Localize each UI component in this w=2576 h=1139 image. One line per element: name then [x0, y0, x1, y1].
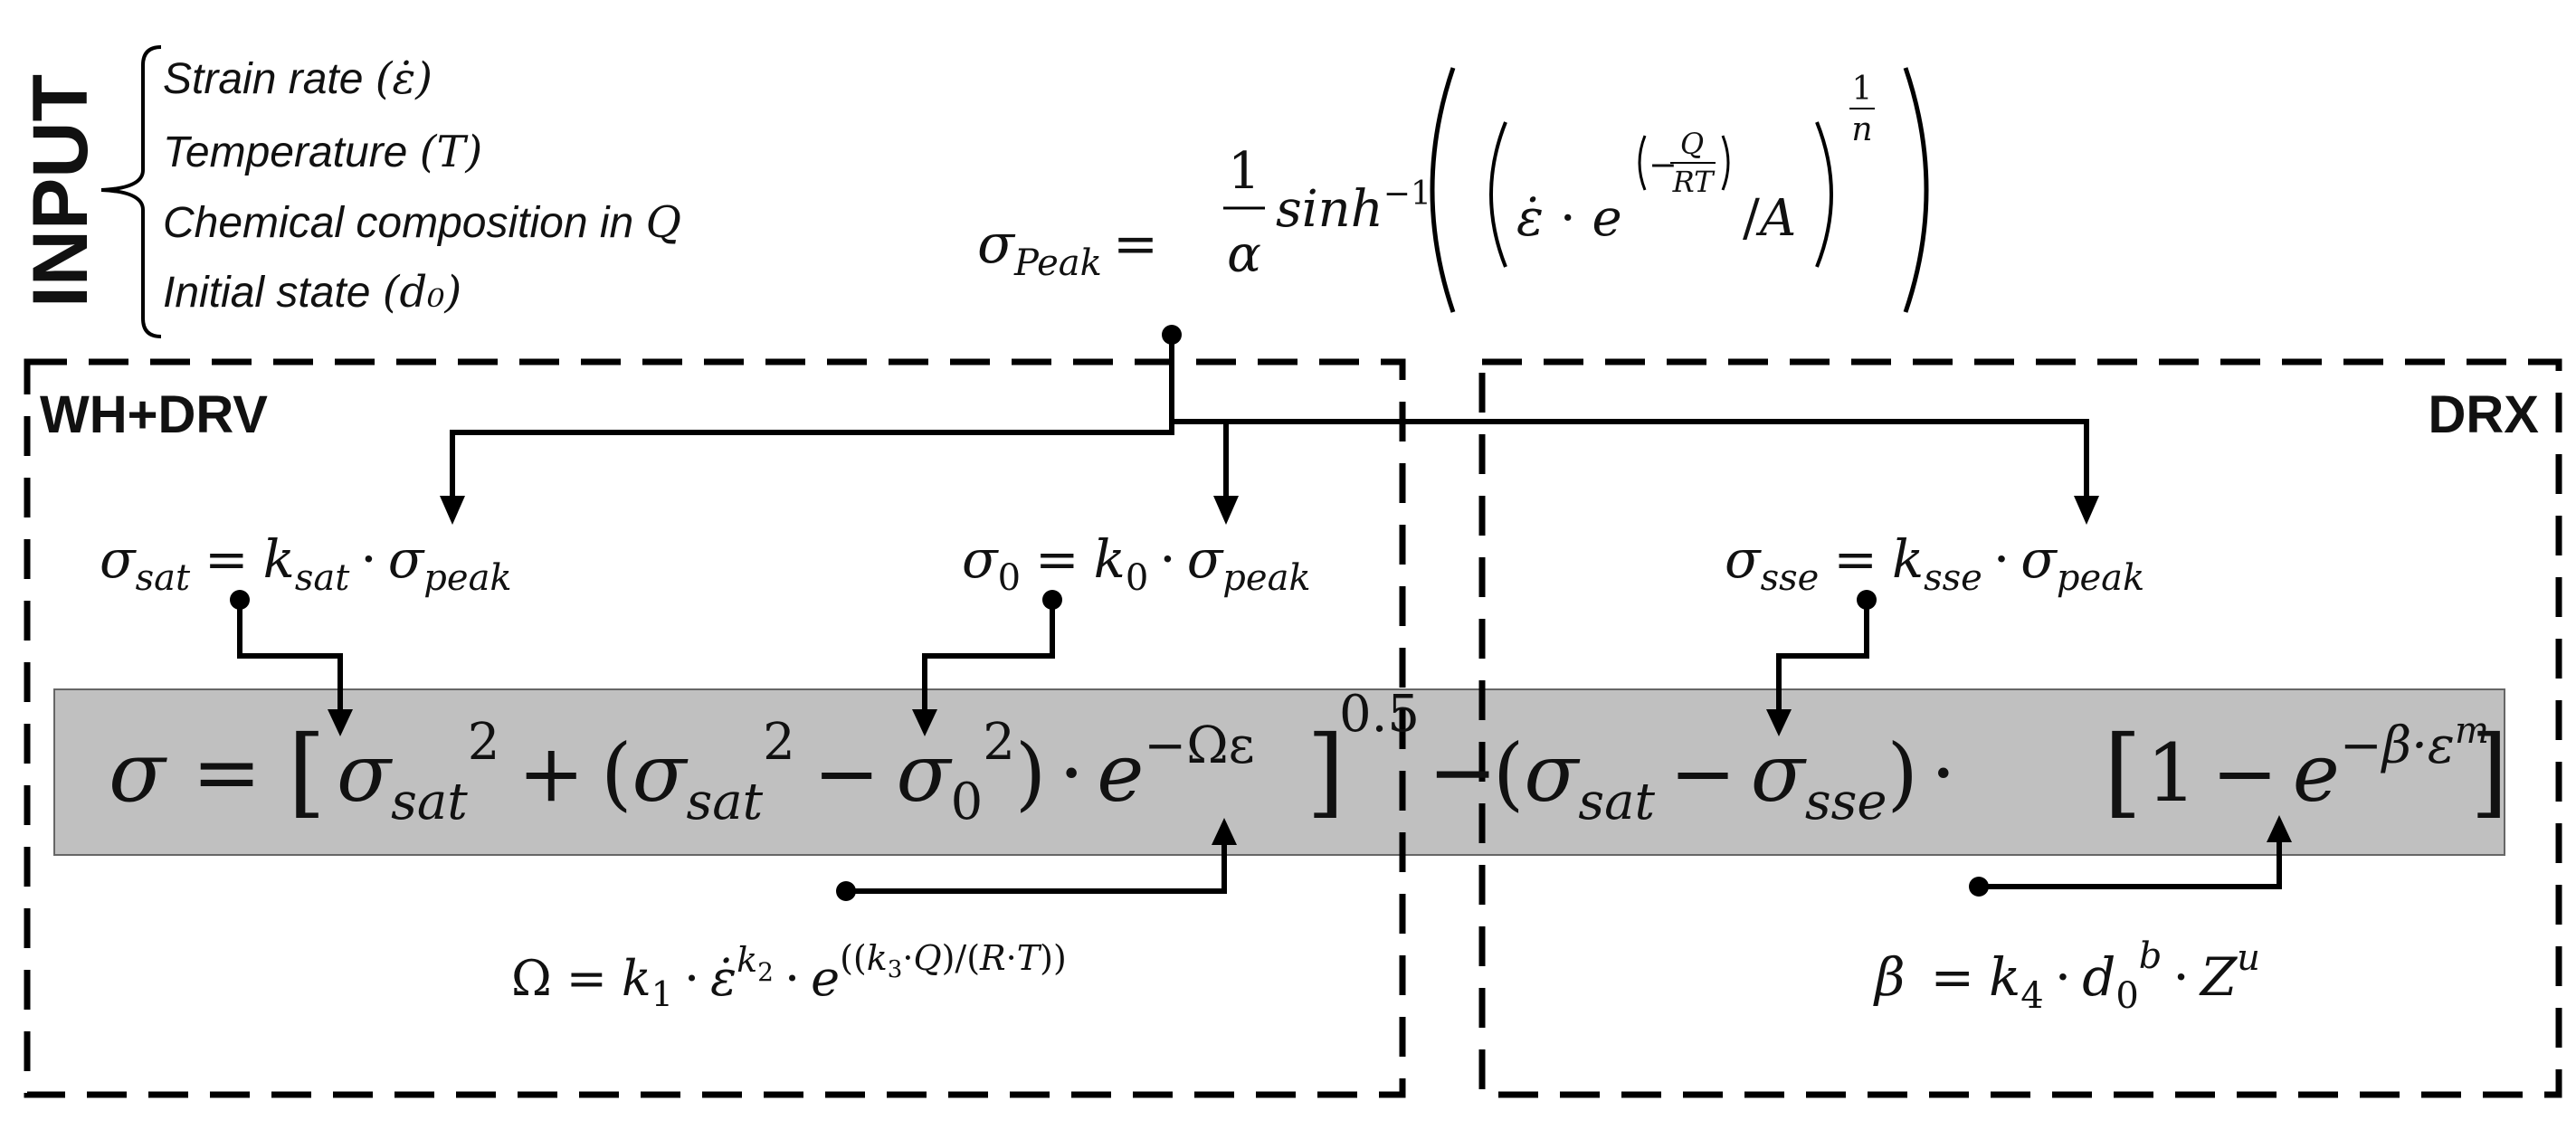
connector-sat-to-main [230, 590, 353, 736]
input-item-initial-state: Initial state (d₀) [163, 267, 461, 318]
connector-sse-to-main [1766, 590, 1877, 736]
input-item-chemical-composition: Chemical composition in Q [163, 197, 681, 248]
main-equation-band [53, 688, 2505, 856]
svg-text:Q: Q [1680, 127, 1704, 161]
input-title: INPUT [17, 74, 104, 308]
drx-box [1478, 358, 2562, 1098]
sigma-sat-equation: σsat=ksat·σpeak [100, 528, 512, 599]
svg-text:(σsat−σsse)·: (σsat−σsse)· [1493, 726, 1956, 831]
svg-text:1: 1 [1228, 142, 1260, 201]
svg-text:Initial state (d₀): Initial state (d₀) [163, 267, 461, 318]
svg-text:n: n [1851, 111, 1872, 148]
input-item-temperature: Temperature (T) [163, 127, 482, 177]
beta-equation: β=k4·d0b·Zu [1873, 935, 2260, 1017]
svg-text:−: − [1428, 724, 1497, 821]
connector-omega-to-main [836, 818, 1237, 901]
wh-drv-label: WH+DRV [40, 385, 268, 444]
connector-zero-to-main [912, 590, 1062, 736]
svg-text:RT: RT [1672, 165, 1716, 199]
connector-beta-to-main [1969, 815, 2292, 897]
sigma-sse-equation: σsse=ksse·σpeak [1725, 528, 2144, 599]
svg-text:Strain rate (ε̇): Strain rate (ε̇) [163, 53, 433, 104]
svg-text:sinh−1: sinh−1 [1276, 176, 1431, 239]
svg-text:σ =: σ = [109, 724, 261, 821]
svg-text:0.5: 0.5 [1339, 685, 1420, 744]
svg-text:α: α [1227, 225, 1261, 284]
sigma-zero-equation: σ0=k0·σpeak [962, 528, 1311, 599]
svg-text:]: ] [2470, 716, 2508, 829]
svg-text:1−e−β·εm: 1−e−β·εm [2146, 710, 2489, 820]
omega-equation: Ω=k1·ε̇k2·e((k3·Q)/(R·T)) [511, 938, 1067, 1014]
svg-text:[: [ [288, 716, 326, 829]
input-item-strain-rate: Strain rate (ε̇) [163, 53, 433, 104]
svg-text:σPeak=: σPeak= [977, 213, 1158, 284]
drx-label: DRX [2429, 385, 2540, 444]
svg-text:ε̇ · e: ε̇ · e [1516, 189, 1622, 248]
svg-text:]: ] [1307, 716, 1345, 829]
svg-text:1: 1 [1852, 71, 1873, 108]
connector-peak-to-subs [440, 325, 2099, 525]
svg-text:/A: /A [1743, 189, 1796, 248]
svg-text:−: − [1649, 145, 1678, 185]
svg-text:Temperature (T): Temperature (T) [163, 127, 482, 177]
wh-drv-box [24, 358, 1406, 1098]
svg-text:[: [ [2104, 716, 2142, 829]
svg-text:Chemical composition in Q: Chemical composition in Q [163, 197, 681, 248]
input-brace [100, 45, 162, 338]
sigma-peak-equation: σPeak= 1 α sinh−1 ε̇ · e − Q RT /A 1 n [977, 67, 1929, 313]
